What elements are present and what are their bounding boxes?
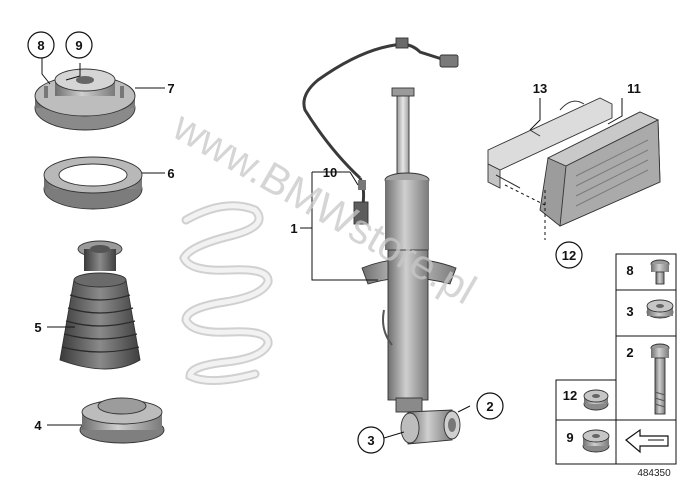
legend-9-label: 9	[566, 430, 573, 445]
coil-spring-part	[179, 201, 273, 386]
control-unit-part	[539, 111, 661, 227]
callout-6-label: 6	[167, 166, 174, 181]
callout-2: 2	[476, 392, 504, 420]
callout-4-label: 4	[34, 418, 42, 433]
hardware-legend	[555, 253, 677, 465]
callout-1-label: 1	[290, 221, 297, 236]
callout-11-label: 11	[627, 81, 641, 96]
legend-3-label: 3	[626, 304, 633, 319]
nut-3-icon	[646, 299, 674, 319]
callout-2-label: 2	[486, 399, 493, 414]
callout-5-label: 5	[34, 320, 41, 335]
reference-arrow-icon	[625, 428, 669, 454]
legend-12-label: 12	[563, 388, 577, 403]
nut-12-icon	[583, 389, 609, 411]
callout-9: 9	[65, 31, 93, 59]
bolt-2-icon	[650, 343, 670, 415]
callout-9-label: 9	[75, 38, 82, 53]
callout-12-label: 12	[562, 248, 576, 263]
spring-pad-part	[43, 156, 143, 210]
sensor-cable-part	[302, 37, 459, 225]
mounting-bracket-part	[487, 97, 613, 189]
leader-lines	[41, 57, 623, 439]
strut-mount-part	[34, 68, 136, 131]
callout-8: 8	[27, 31, 55, 59]
callout-12: 12	[555, 241, 583, 269]
legend-2-label: 2	[626, 345, 633, 360]
legend-8-label: 8	[626, 263, 633, 278]
dust-boot-part	[59, 240, 141, 370]
callout-13-label: 13	[533, 81, 547, 96]
spring-seat-part	[79, 397, 165, 444]
bolt-8-icon	[650, 259, 670, 285]
callout-7-label: 7	[167, 81, 174, 96]
shock-absorber-part	[361, 87, 461, 445]
nut-9-icon	[582, 429, 610, 453]
callout-3: 3	[357, 426, 385, 454]
callout-3-label: 3	[367, 433, 374, 448]
reference-number: 484350	[637, 468, 671, 479]
callout-10-label: 10	[323, 165, 337, 180]
callout-8-label: 8	[37, 38, 44, 53]
